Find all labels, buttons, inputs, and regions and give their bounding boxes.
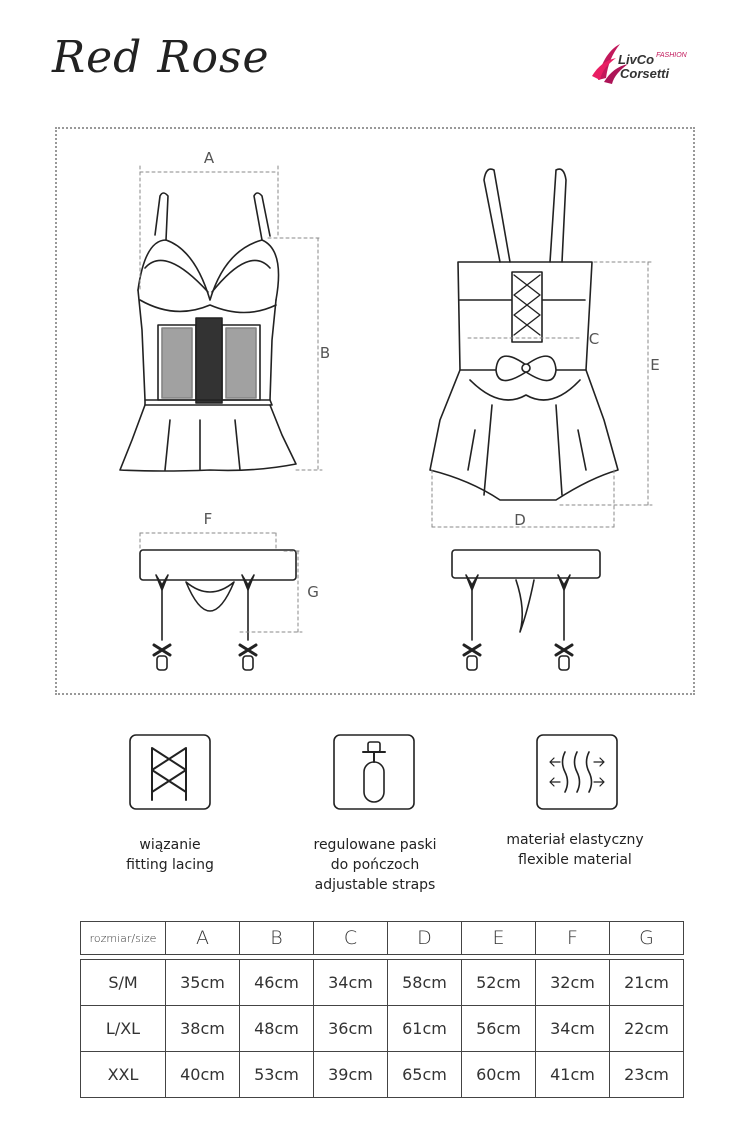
column-header-g: G	[609, 921, 684, 955]
value-cell: 53cm	[239, 1051, 314, 1098]
dimension-label-b: B	[320, 344, 330, 362]
strap-icon	[333, 734, 415, 810]
column-header-c: C	[313, 921, 388, 955]
dimension-label-f: F	[204, 510, 213, 528]
dimension-label-g: G	[307, 583, 319, 601]
value-cell: 36cm	[313, 1005, 388, 1052]
value-cell: 40cm	[165, 1051, 240, 1098]
size-cell: XXL	[80, 1051, 166, 1098]
value-cell: 60cm	[461, 1051, 536, 1098]
value-cell: 46cm	[239, 959, 314, 1006]
dimension-label-a: A	[204, 149, 215, 167]
technical-drawing-frame	[55, 127, 695, 695]
feature-straps-label: regulowane paski do pończoch adjustable …	[313, 837, 437, 893]
column-header-e: E	[461, 921, 536, 955]
value-cell: 61cm	[387, 1005, 462, 1052]
feature-lacing-label: wiązanie fitting lacing	[126, 837, 214, 873]
column-header-a: A	[165, 921, 240, 955]
value-cell: 56cm	[461, 1005, 536, 1052]
value-cell: 48cm	[239, 1005, 314, 1052]
table-row: S/M 35cm 46cm 34cm 58cm 52cm 32cm 21cm	[80, 959, 684, 1006]
value-cell: 23cm	[609, 1051, 684, 1098]
table-row: XXL 40cm 53cm 39cm 65cm 60cm 41cm 23cm	[80, 1051, 684, 1098]
garter-front-illustration	[139, 549, 297, 671]
value-cell: 22cm	[609, 1005, 684, 1052]
value-cell: 52cm	[461, 959, 536, 1006]
stretch-icon	[536, 734, 618, 810]
value-cell: 58cm	[387, 959, 462, 1006]
value-cell: 34cm	[313, 959, 388, 1006]
table-row: L/XL 38cm 48cm 36cm 61cm 56cm 34cm 22cm	[80, 1005, 684, 1052]
value-cell: 41cm	[535, 1051, 610, 1098]
dimension-lines-front	[139, 165, 323, 471]
dimension-label-e: E	[650, 356, 659, 374]
value-cell: 34cm	[535, 1005, 610, 1052]
size-cell: S/M	[80, 959, 166, 1006]
column-header-f: F	[535, 921, 610, 955]
value-cell: 39cm	[313, 1051, 388, 1098]
value-cell: 32cm	[535, 959, 610, 1006]
product-title: Red Rose	[52, 32, 270, 83]
dimension-label-c: C	[589, 330, 599, 348]
dimension-lines-back	[431, 261, 653, 531]
column-header-d: D	[387, 921, 462, 955]
value-cell: 65cm	[387, 1051, 462, 1098]
brand-swoosh-icon	[592, 44, 628, 84]
dimension-lines-garter-front	[139, 532, 303, 633]
value-cell: 21cm	[609, 959, 684, 1006]
garter-back-illustration	[451, 549, 601, 671]
lacing-icon	[129, 734, 211, 810]
size-cell: L/XL	[80, 1005, 166, 1052]
dimension-label-d: D	[514, 511, 526, 529]
size-table-corner: rozmiar/size	[80, 921, 166, 955]
size-table: rozmiar/size A B C D E F G S/M 35cm 46cm…	[80, 921, 684, 1098]
size-table-header: rozmiar/size A B C D E F G	[80, 921, 684, 955]
brand-name-line2: Corsetti	[620, 66, 670, 81]
column-header-b: B	[239, 921, 314, 955]
corset-front-illustration	[119, 192, 297, 472]
value-cell: 38cm	[165, 1005, 240, 1052]
corset-back-illustration	[429, 168, 619, 501]
feature-material-label: materiał elastyczny flexible material	[506, 832, 644, 868]
value-cell: 35cm	[165, 959, 240, 1006]
